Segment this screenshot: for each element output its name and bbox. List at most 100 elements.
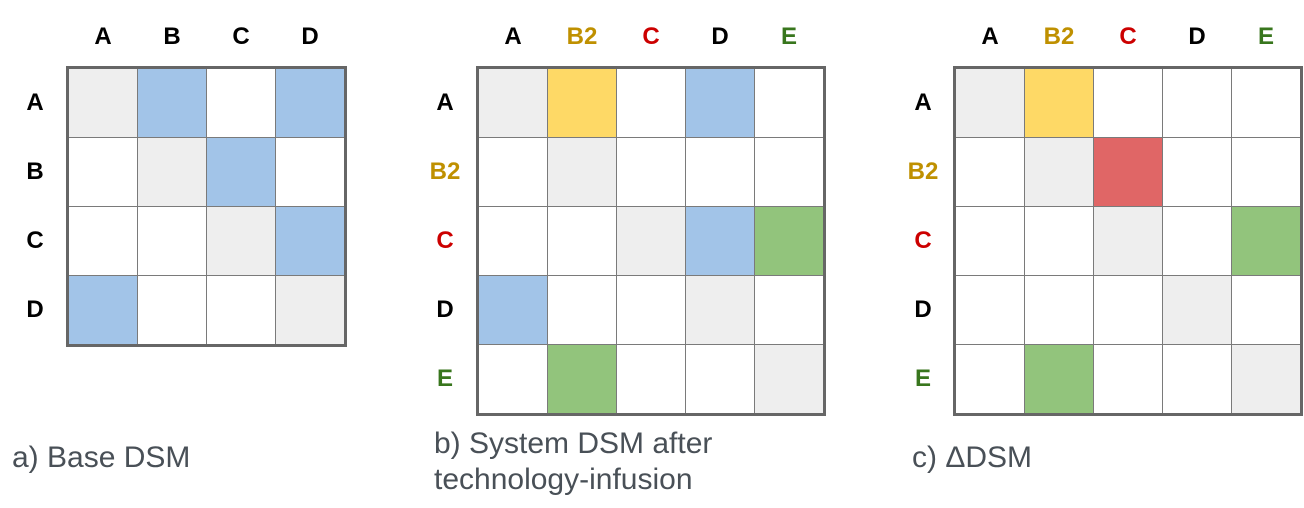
matrix-cell-empty: [686, 345, 754, 413]
matrix-cell-green: [1232, 207, 1300, 275]
matrix-cell-empty: [617, 345, 685, 413]
matrix-cell-empty: [69, 138, 137, 206]
matrix-cell-empty: [1163, 207, 1231, 275]
caption-line: a) Base DSM: [12, 441, 191, 474]
matrix-cell-diagonal: [207, 207, 275, 275]
matrix-cell-blue: [69, 276, 137, 344]
row-label-c: C: [436, 227, 454, 254]
row-label-b2: B2: [429, 158, 461, 185]
matrix-cell-empty: [617, 138, 685, 206]
matrix-cell-diagonal: [686, 276, 754, 344]
matrix-cell-blue: [207, 138, 275, 206]
matrix-cell-diagonal: [1163, 276, 1231, 344]
row-label-b: B: [26, 158, 44, 185]
matrix-cell-blue: [276, 69, 344, 137]
column-label-a: A: [981, 23, 999, 50]
matrix-cell-diagonal: [1025, 138, 1093, 206]
dsm-matrix: [476, 66, 826, 416]
matrix-cell-empty: [956, 276, 1024, 344]
matrix-cell-empty: [479, 138, 547, 206]
matrix-cell-yellow: [1025, 69, 1093, 137]
matrix-cell-empty: [956, 138, 1024, 206]
caption-line: b) System DSM after: [434, 427, 713, 460]
column-label-a: A: [94, 23, 112, 50]
panel-caption: a) Base DSM: [12, 440, 190, 476]
row-label-c: C: [914, 227, 932, 254]
matrix-cell-empty: [1232, 276, 1300, 344]
column-label-b: B: [163, 23, 181, 50]
matrix-cell-empty: [617, 276, 685, 344]
matrix-cell-green: [548, 345, 616, 413]
column-label-c: C: [1119, 23, 1137, 50]
matrix-cell-blue: [686, 207, 754, 275]
matrix-cell-empty: [1094, 69, 1162, 137]
matrix-cell-empty: [1163, 345, 1231, 413]
matrix-cell-empty: [617, 69, 685, 137]
matrix-cell-empty: [276, 138, 344, 206]
matrix-cell-green: [755, 207, 823, 275]
column-label-b2: B2: [1043, 23, 1075, 50]
matrix-cell-empty: [755, 138, 823, 206]
row-label-a: A: [26, 89, 44, 116]
matrix-cell-empty: [1025, 207, 1093, 275]
matrix-cell-empty: [1163, 69, 1231, 137]
row-label-a: A: [436, 89, 454, 116]
matrix-cell-empty: [956, 207, 1024, 275]
matrix-cell-blue: [276, 207, 344, 275]
dsm-matrix: [66, 66, 347, 347]
matrix-cell-yellow: [548, 69, 616, 137]
row-label-e: E: [436, 365, 453, 392]
matrix-cell-empty: [1163, 138, 1231, 206]
matrix-cell-empty: [138, 207, 206, 275]
column-label-e: E: [780, 23, 797, 50]
matrix-cell-diagonal: [548, 138, 616, 206]
column-label-d: D: [1188, 23, 1206, 50]
row-label-d: D: [436, 296, 454, 323]
matrix-cell-empty: [956, 345, 1024, 413]
column-label-a: A: [504, 23, 522, 50]
row-label-d: D: [914, 296, 932, 323]
matrix-cell-empty: [138, 276, 206, 344]
matrix-cell-empty: [1025, 276, 1093, 344]
caption-line: technology-infusion: [434, 463, 693, 496]
matrix-cell-blue: [686, 69, 754, 137]
column-label-b2: B2: [566, 23, 598, 50]
matrix-cell-red: [1094, 138, 1162, 206]
dsm-matrix: [953, 66, 1303, 416]
matrix-cell-diagonal: [276, 276, 344, 344]
matrix-cell-diagonal: [1094, 207, 1162, 275]
column-label-d: D: [711, 23, 729, 50]
row-label-c: C: [26, 227, 44, 254]
matrix-cell-empty: [207, 69, 275, 137]
row-label-e: E: [914, 365, 931, 392]
column-label-e: E: [1257, 23, 1274, 50]
matrix-cell-blue: [138, 69, 206, 137]
matrix-cell-blue: [479, 276, 547, 344]
matrix-cell-empty: [479, 345, 547, 413]
row-label-b2: B2: [907, 158, 939, 185]
matrix-cell-empty: [479, 207, 547, 275]
matrix-cell-empty: [755, 69, 823, 137]
matrix-cell-empty: [686, 138, 754, 206]
matrix-cell-diagonal: [755, 345, 823, 413]
panel-caption: c) ΔDSM: [912, 440, 1032, 476]
row-label-d: D: [26, 296, 44, 323]
matrix-cell-empty: [548, 207, 616, 275]
row-label-a: A: [914, 89, 932, 116]
matrix-cell-empty: [1232, 69, 1300, 137]
matrix-cell-empty: [1094, 345, 1162, 413]
matrix-cell-diagonal: [479, 69, 547, 137]
column-label-d: D: [301, 23, 319, 50]
matrix-cell-empty: [207, 276, 275, 344]
matrix-cell-empty: [1232, 138, 1300, 206]
matrix-cell-empty: [69, 207, 137, 275]
matrix-cell-diagonal: [69, 69, 137, 137]
matrix-cell-empty: [755, 276, 823, 344]
matrix-cell-diagonal: [956, 69, 1024, 137]
column-label-c: C: [642, 23, 660, 50]
matrix-cell-diagonal: [1232, 345, 1300, 413]
matrix-cell-empty: [548, 276, 616, 344]
matrix-cell-empty: [1094, 276, 1162, 344]
column-label-c: C: [232, 23, 250, 50]
